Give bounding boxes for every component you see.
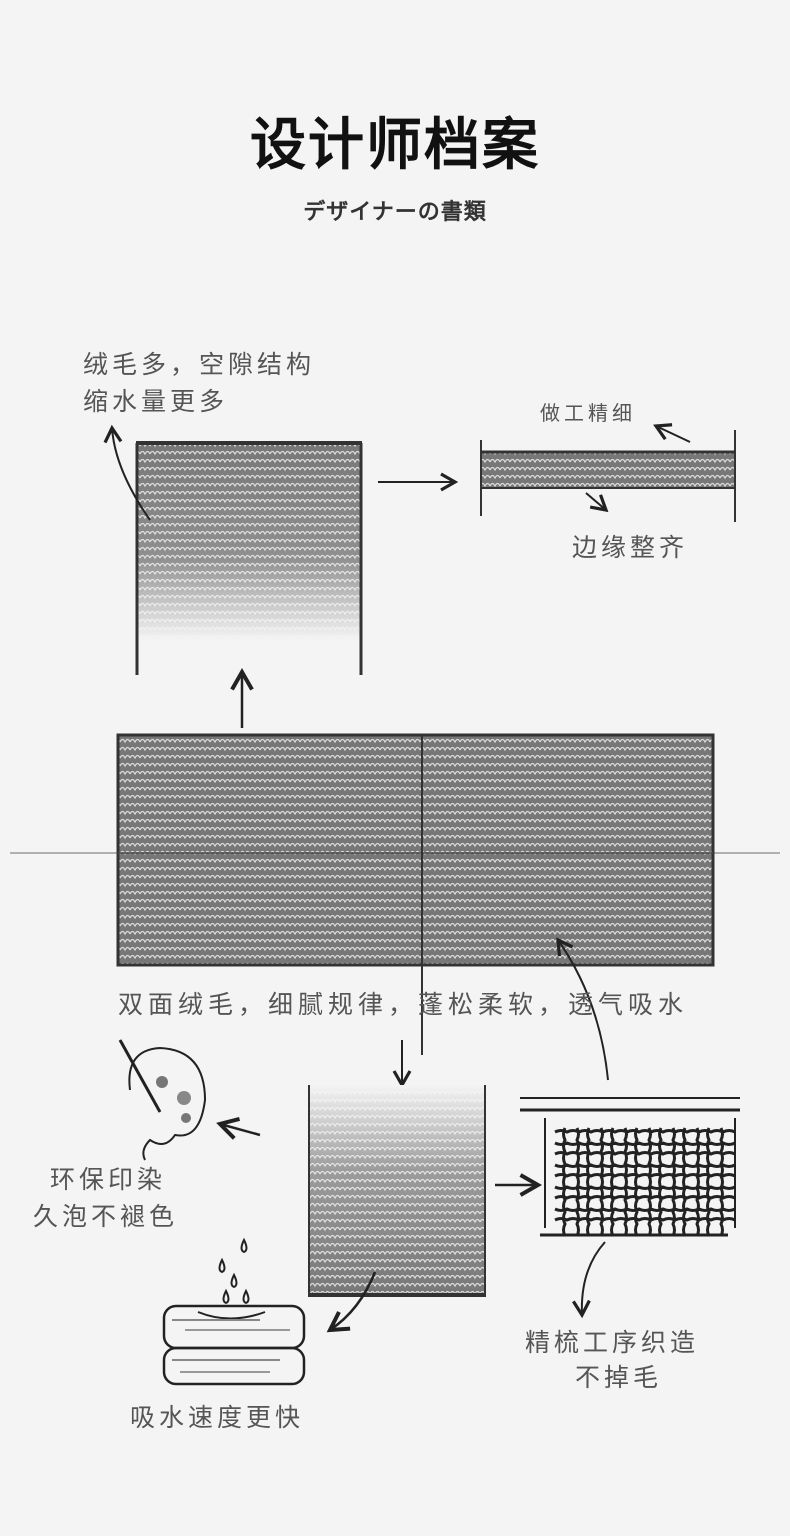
weave-row [554,1141,736,1146]
weave-col [647,1127,652,1237]
weave-col [658,1127,663,1237]
absorb-label: 吸水速度更快 [130,1403,305,1432]
weave-row [554,1163,736,1168]
weave-col [695,1127,700,1237]
weave-row [554,1129,736,1134]
weave-col [706,1127,711,1237]
main-towel-swatch [116,733,715,967]
edges-label: 边缘整齐 [572,533,689,562]
weave-row [554,1207,736,1212]
weave-col [671,1127,676,1237]
combed-weave-box [520,1097,740,1237]
weave-row [554,1173,736,1178]
folded-towel-icon [162,1304,306,1386]
combing-label-line2: 不掉毛 [575,1363,663,1392]
weave-col [623,1127,628,1237]
weave-col [634,1127,639,1237]
upper-towel-swatch [135,441,363,675]
weave-col [719,1127,724,1237]
palette-icon [118,1039,207,1161]
weave-col [562,1127,567,1237]
double-sided-label: 双面绒毛，细腻规律，蓬松柔软，透气吸水 [118,990,689,1019]
weave-col [599,1127,604,1237]
towel-edge-profile [480,430,736,522]
weave-col [575,1127,580,1237]
workmanship-label: 做工精细 [540,401,636,425]
page-subtitle: デザイナーの書類 [303,200,487,225]
weave-col [610,1127,615,1237]
fluff-label-line2: 缩水量更多 [83,387,229,416]
dyeing-label-line2: 久泡不褪色 [33,1202,179,1231]
fluff-label-line1: 绒毛多，空隙结构 [83,350,316,379]
dyeing-label-line1: 环保印染 [50,1165,167,1194]
weave-row [554,1185,736,1190]
weave-col [682,1127,687,1237]
weave-row [554,1217,736,1222]
page-title: 设计师档案 [250,113,540,178]
weave-col [586,1127,591,1237]
arrow-up-left [103,424,151,521]
weave-row [554,1195,736,1200]
combing-label-line1: 精梳工序织造 [525,1328,700,1357]
lower-towel-swatch [308,1085,486,1297]
water-drops-icon [197,1237,266,1320]
weave-row [554,1151,736,1156]
